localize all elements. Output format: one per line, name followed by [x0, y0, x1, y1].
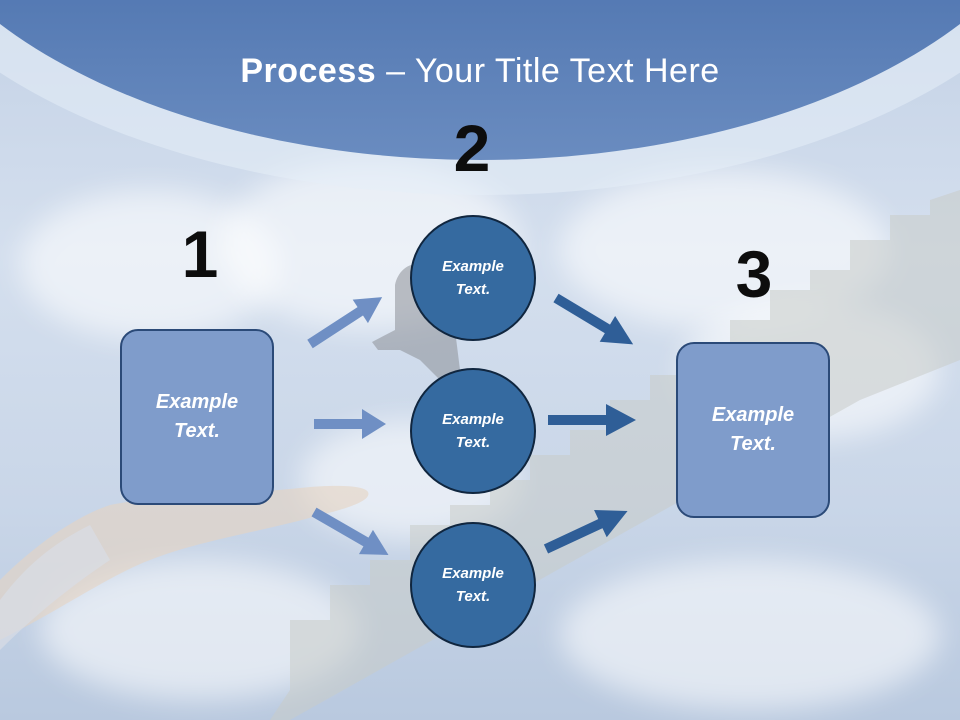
step-number-3: 3 — [735, 237, 773, 311]
step2-circle-bottom: Example Text. — [410, 522, 536, 648]
step3-box: Example Text. — [676, 342, 830, 518]
sleeve-shape — [0, 525, 110, 650]
arrow-box1-to-circle3 — [311, 507, 389, 555]
arrow-box1-to-circle2 — [314, 409, 386, 439]
step-number-2: 2 — [453, 111, 491, 185]
circle-middle-line1: Example — [442, 411, 504, 428]
step3-box-line2: Text. — [730, 433, 776, 455]
step1-box-text: Example Text. — [137, 388, 257, 446]
title-bold: Process — [240, 52, 377, 90]
circle-top-text: Example Text. — [428, 255, 518, 301]
arrow-circle2-to-box3 — [548, 404, 636, 436]
arrow-circle1-to-box3 — [553, 293, 634, 345]
hand-shape — [0, 485, 369, 640]
step2-circle-middle: Example Text. — [410, 368, 536, 494]
arrow-circle3-to-box3 — [543, 510, 628, 554]
step2-circle-top: Example Text. — [410, 215, 536, 341]
circle-bottom-line2: Text. — [455, 588, 491, 605]
step1-box-line2: Text. — [174, 420, 220, 442]
arrow-box1-to-circle1 — [307, 297, 383, 349]
circle-bottom-line1: Example — [442, 565, 504, 582]
circle-top-line2: Text. — [455, 281, 491, 298]
slide-title: Process – Your Title Text Here — [0, 52, 960, 91]
circle-top-line1: Example — [442, 258, 504, 275]
step3-box-line1: Example — [711, 404, 795, 426]
step1-box: Example Text. — [120, 329, 274, 505]
circle-bottom-text: Example Text. — [428, 562, 518, 608]
step3-box-text: Example Text. — [693, 401, 813, 459]
circle-middle-text: Example Text. — [428, 408, 518, 454]
step1-box-line1: Example — [155, 391, 239, 413]
circle-middle-line2: Text. — [455, 434, 491, 451]
step-number-1: 1 — [181, 217, 219, 291]
title-rest: – Your Title Text Here — [376, 52, 720, 90]
